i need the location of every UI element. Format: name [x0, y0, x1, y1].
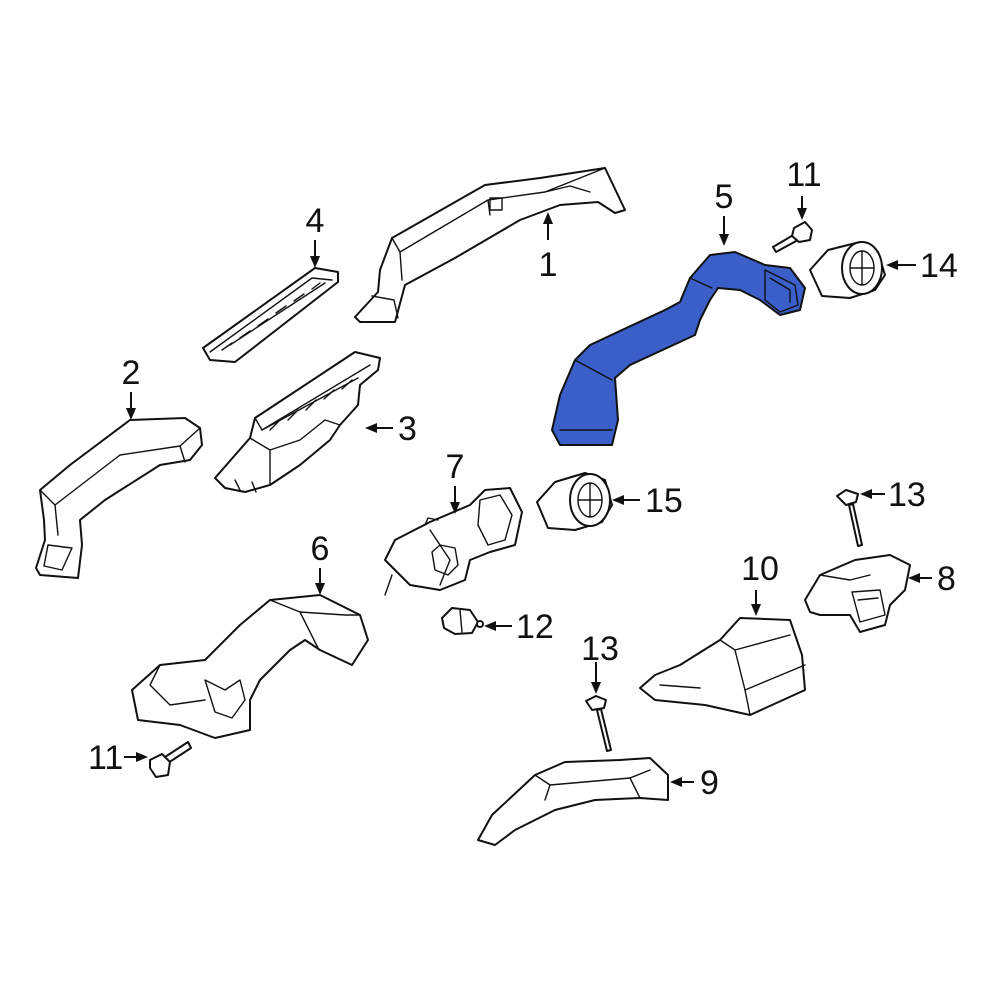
callout-3: 3 [398, 410, 417, 448]
callout-4: 4 [306, 202, 325, 240]
callout-leaders [124, 196, 932, 787]
part-11-top [772, 221, 813, 253]
callout-10: 10 [741, 550, 779, 588]
part-15 [536, 472, 613, 531]
part-14 [809, 241, 886, 299]
callout-15: 15 [645, 482, 683, 520]
callout-11-bottom: 11 [88, 739, 123, 777]
callout-13-center: 13 [581, 630, 619, 668]
part-6 [131, 594, 369, 739]
callout-14: 14 [920, 247, 958, 285]
callout-7: 7 [446, 448, 465, 486]
callout-labels: 1 2 3 4 5 6 7 8 9 10 11 11 12 13 13 14 1… [88, 156, 958, 802]
part-9 [477, 757, 669, 846]
callout-2: 2 [122, 354, 141, 392]
part-12 [441, 607, 484, 635]
part-10 [639, 617, 806, 716]
callout-13-right: 13 [888, 476, 926, 514]
part-2 [35, 417, 203, 579]
part-4 [202, 267, 339, 363]
part-7 [384, 487, 523, 596]
part-13-center [585, 695, 612, 752]
callout-8: 8 [937, 560, 956, 598]
part-5 [551, 251, 806, 446]
part-1 [354, 167, 626, 323]
callout-5: 5 [715, 178, 734, 216]
part-8 [804, 554, 911, 633]
callout-6: 6 [311, 530, 330, 568]
part-11-bottom [149, 741, 192, 778]
callout-1: 1 [539, 246, 558, 284]
part-13-right [836, 489, 863, 547]
callout-11-top: 11 [786, 156, 821, 194]
part-3 [214, 351, 381, 493]
callout-12: 12 [516, 608, 554, 646]
callout-9: 9 [700, 764, 719, 802]
